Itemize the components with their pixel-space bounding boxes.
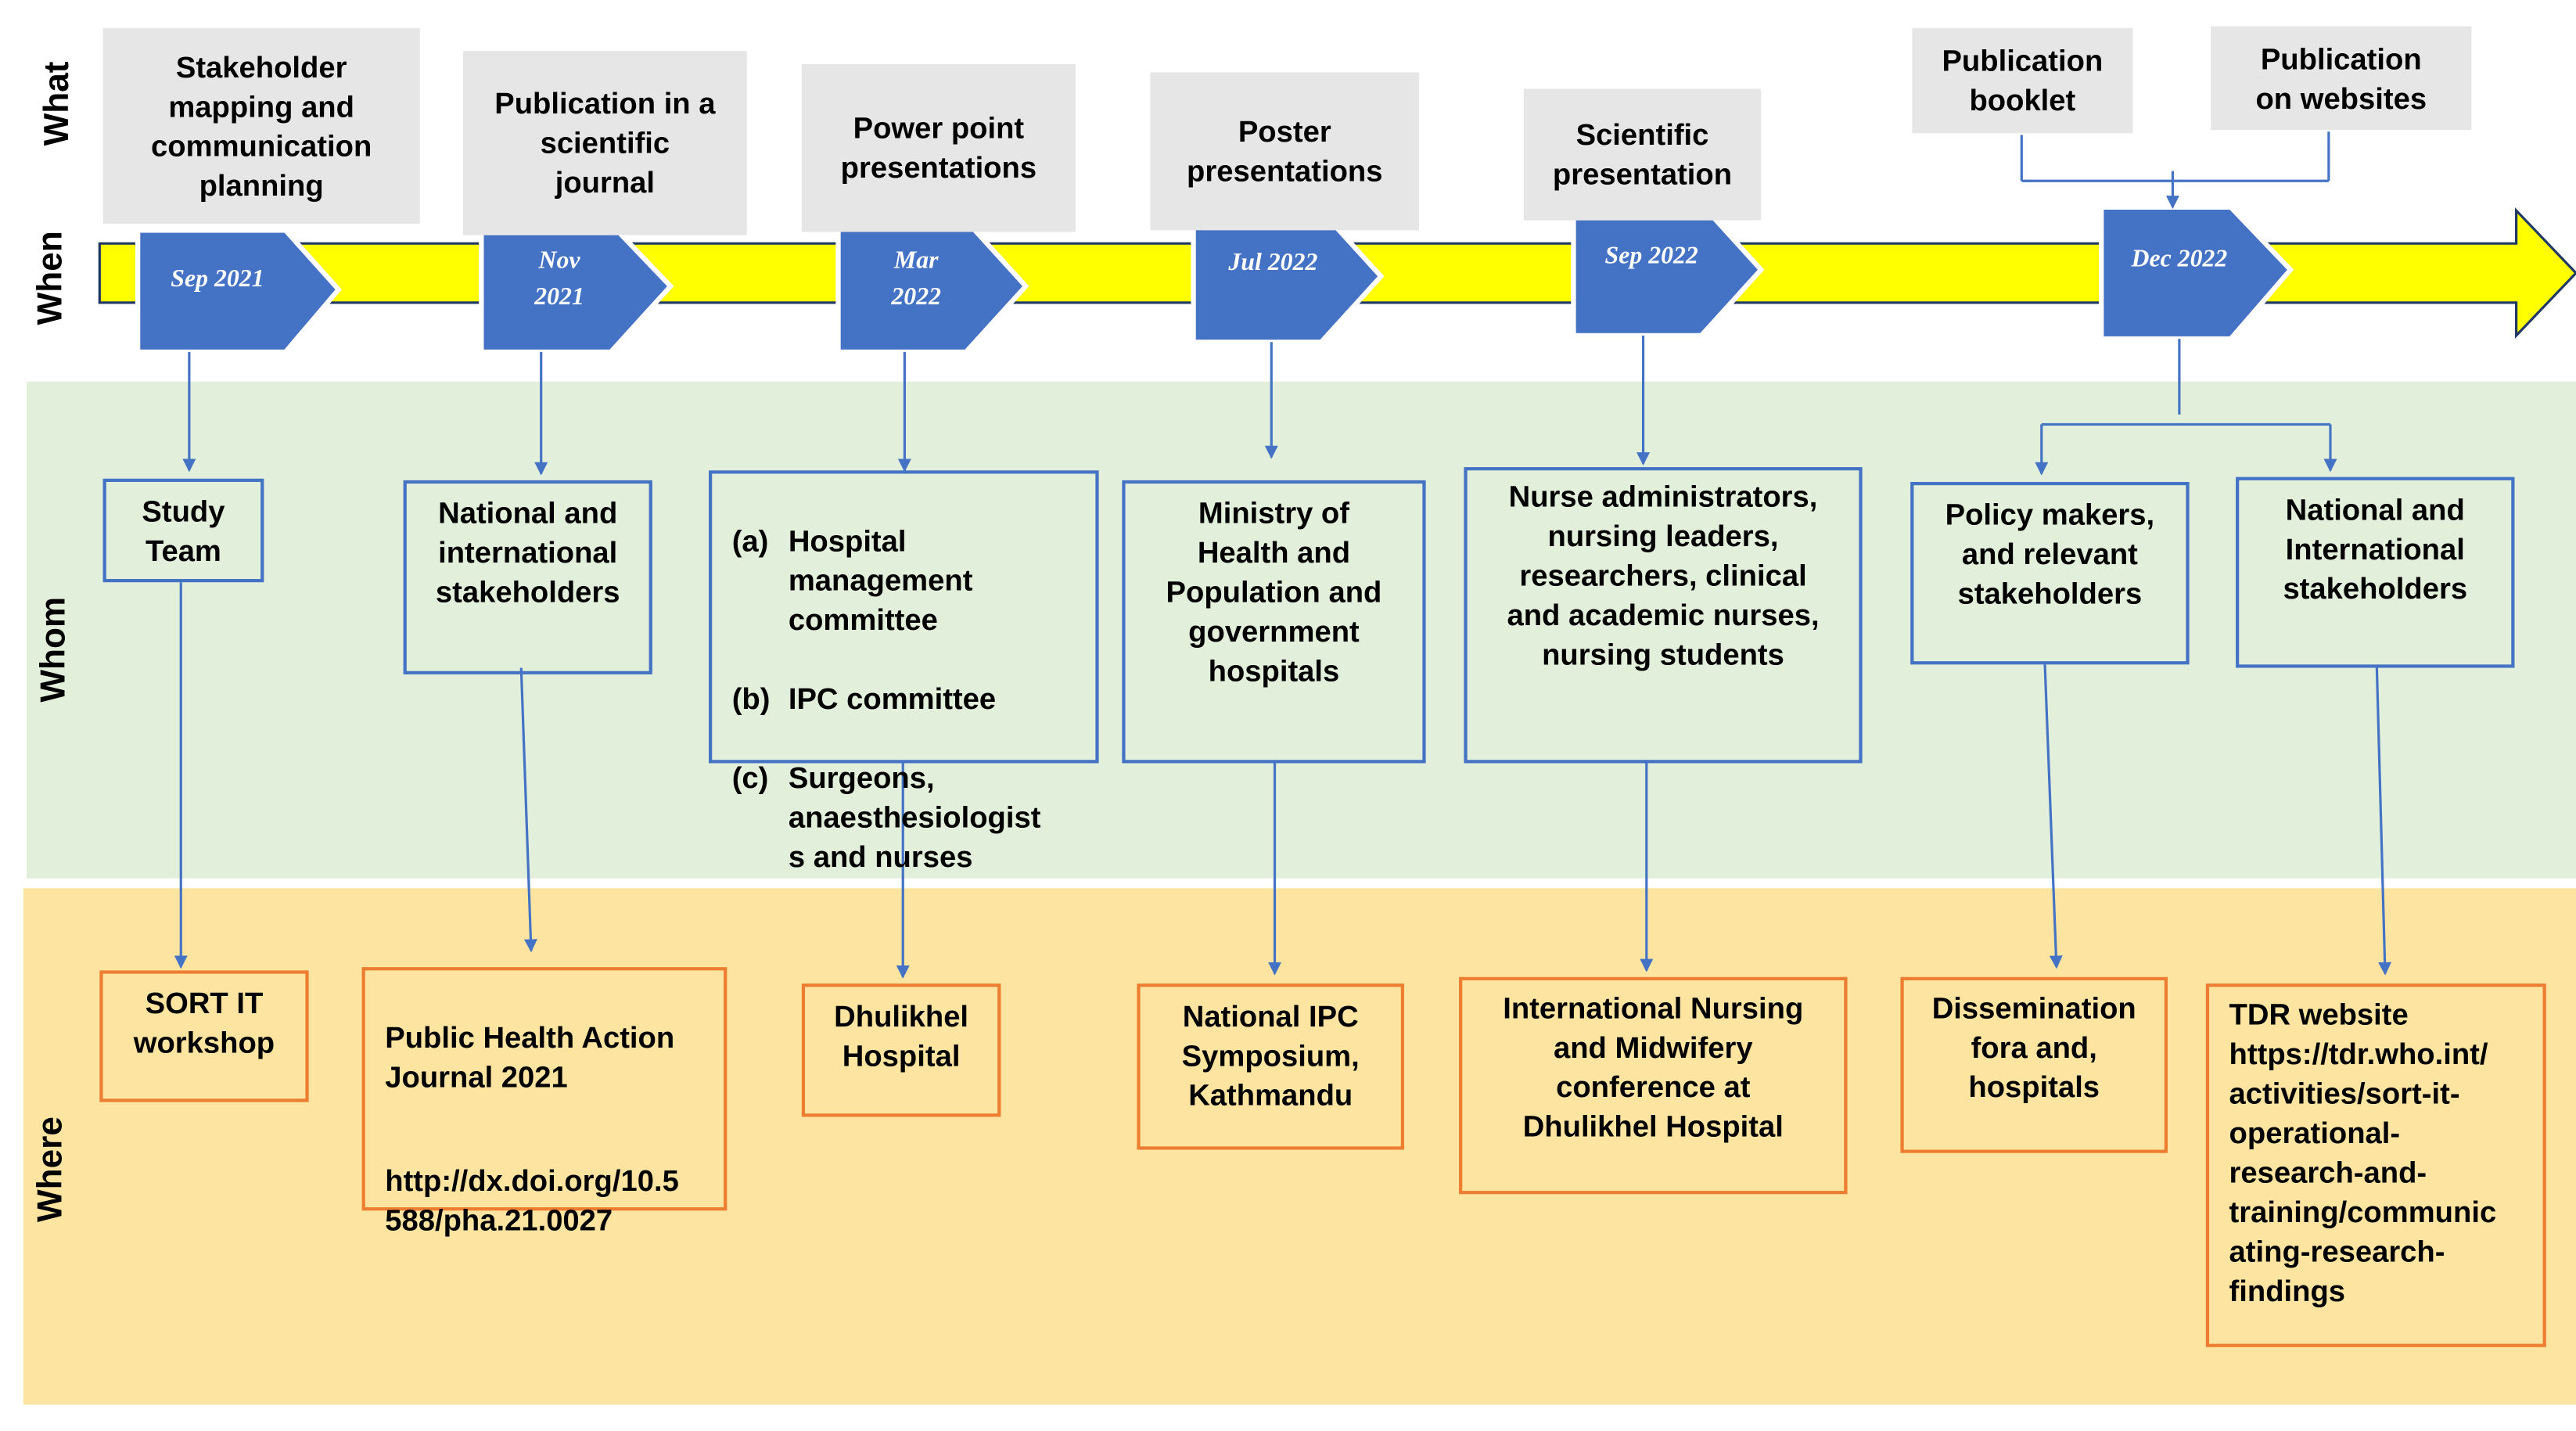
whom-national-international-2: National and International stakeholders [2236, 476, 2515, 668]
list-item: (b) IPC committee [732, 679, 1041, 718]
list-marker: (b) [731, 682, 771, 716]
where-band [23, 888, 2576, 1405]
what-powerpoint: Power point presentations [801, 63, 1076, 232]
whom-nurses: Nurse administrators, nursing leaders, r… [1464, 467, 1863, 764]
when-date-mar-2022: Mar 2022 [891, 248, 942, 311]
hospital-stakeholder-list: (a) Hospital management committee (b) IPC … [732, 482, 1041, 874]
what-publication-websites: Publication on websites [2211, 26, 2472, 131]
list-item: (a) Hospital management committee [732, 521, 1041, 639]
what-scientific-presentation: Scientific presentation [1523, 88, 1762, 221]
list-marker: (a) [731, 524, 769, 558]
whom-to-where-connectors [174, 582, 2392, 979]
when-date-dec-2022: Dec 2022 [2131, 246, 2228, 273]
whom-national-international: National and international stakeholders [403, 480, 652, 674]
what-poster: Poster presentations [1150, 72, 1420, 231]
list-item: (c) Surgeons, anaesthesiologist s and nur… [732, 758, 1041, 876]
when-date-sep-2021: Sep 2021 [171, 266, 264, 293]
where-intl-nursing-conference: International Nursing and Midwifery conf… [1459, 976, 1848, 1195]
date-marker-dec-2022 [2098, 204, 2294, 342]
date-marker-sep-2021 [135, 228, 343, 355]
whom-ministry: Ministry of Health and Population and go… [1122, 480, 1426, 764]
where-journal: Public Health Action Journal 2021 http:/… [361, 967, 728, 1237]
where-dissemination-fora: Dissemination fora and, hospitals [1900, 976, 2168, 1153]
where-dhulikhel-hospital: Dhulikhel Hospital [801, 983, 1001, 1117]
where-tdr-website[interactable]: TDR website https://tdr.who.int/ activit… [2205, 983, 2546, 1347]
what-publication-booklet: Publication booklet [1912, 27, 2133, 134]
when-to-whom-connectors [182, 335, 2337, 476]
where-sort-it-workshop: SORT IT workshop [99, 970, 309, 1102]
list-text: IPC committee [788, 682, 997, 716]
what-stakeholder-mapping: Stakeholder mapping and communication pl… [102, 27, 420, 224]
list-marker: (c) [731, 761, 769, 795]
publication-connector [2020, 131, 2330, 209]
whom-policy-makers: Policy makers, and relevant stakeholders [1910, 481, 2190, 665]
list-text: Surgeons, anaesthesiologist s and nurses [788, 761, 1041, 874]
whom-hospital-list: (a) Hospital management committee (b) IPC … [709, 470, 1099, 874]
when-date-sep-2022: Sep 2022 [1604, 243, 1698, 270]
where-national-ipc-symposium: National IPC Symposium, Kathmandu [1137, 983, 1405, 1150]
list-text: Hospital management committee [788, 524, 973, 637]
when-date-jul-2022: Jul 2022 [1228, 250, 1318, 277]
journal-doi-link[interactable]: http://dx.doi.org/10.5 588/pha.21.0027 [385, 1164, 679, 1237]
when-date-nov-2021: Nov 2021 [534, 248, 584, 311]
whom-band [26, 381, 2576, 879]
what-journal-publication: Publication in a scientific journal [462, 51, 747, 236]
whom-study-team: Study Team [102, 478, 264, 583]
journal-name: Public Health Action Journal 2021 [385, 1021, 675, 1095]
